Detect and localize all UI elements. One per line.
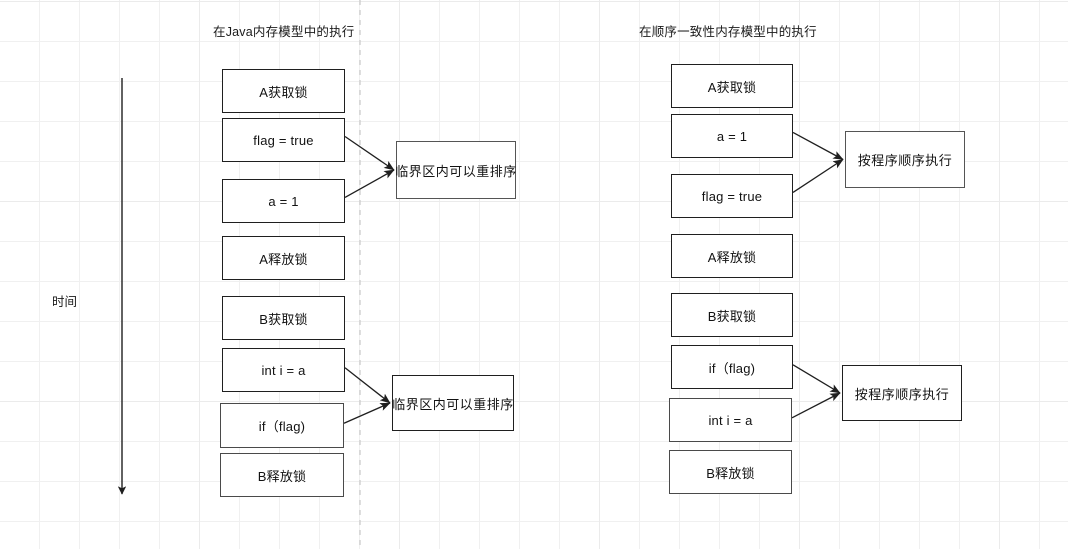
step-box-jmm-5: int i = a xyxy=(222,348,345,392)
result-box-sc-0: 按程序顺序执行 xyxy=(845,131,965,188)
step-box-sc-5: if（flag) xyxy=(671,345,793,389)
step-box-jmm-7: B释放锁 xyxy=(220,453,344,497)
result-box-sc-1: 按程序顺序执行 xyxy=(842,365,962,421)
result-box-jmm-1: 临界区内可以重排序 xyxy=(392,375,514,431)
step-box-sc-2: flag = true xyxy=(671,174,793,218)
step-box-jmm-6: if（flag) xyxy=(220,403,344,448)
step-box-sc-1: a = 1 xyxy=(671,114,793,158)
step-box-jmm-0: A获取锁 xyxy=(222,69,345,113)
column-title-jmm: 在Java内存模型中的执行 xyxy=(213,25,355,39)
step-box-sc-0: A获取锁 xyxy=(671,64,793,108)
result-box-jmm-0: 临界区内可以重排序 xyxy=(395,141,516,199)
step-box-jmm-2: a = 1 xyxy=(222,179,345,223)
time-axis-label: 时间 xyxy=(52,295,78,309)
step-box-sc-3: A释放锁 xyxy=(671,234,793,278)
step-box-sc-7: B释放锁 xyxy=(669,450,792,494)
step-box-sc-4: B获取锁 xyxy=(671,293,793,337)
step-box-jmm-1: flag = true xyxy=(222,118,345,162)
step-box-jmm-3: A释放锁 xyxy=(222,236,345,280)
column-title-sc: 在顺序一致性内存模型中的执行 xyxy=(639,25,817,39)
step-box-jmm-4: B获取锁 xyxy=(222,296,345,340)
step-box-sc-6: int i = a xyxy=(669,398,792,442)
